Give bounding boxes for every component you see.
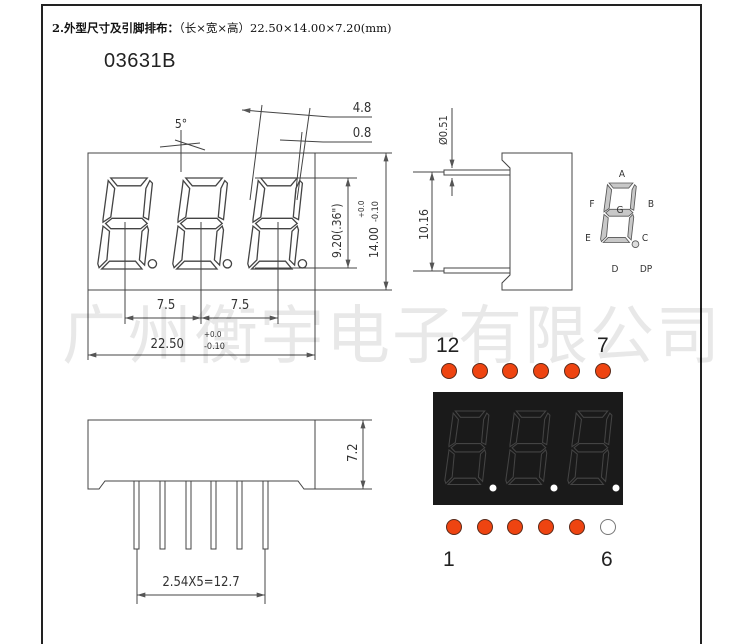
- bottom-body-outline: [87, 419, 316, 490]
- drawing-frame: [41, 4, 702, 644]
- pin-1: [446, 519, 462, 535]
- width-tolerance-upper: +0.0: [204, 330, 222, 339]
- bottom-view: [87, 419, 372, 604]
- segment-label-c: C: [642, 233, 648, 244]
- segment-label-d: D: [612, 264, 619, 275]
- segment-label-g: G: [617, 205, 624, 216]
- segment-c: [627, 213, 635, 241]
- digit-outline-1: [97, 177, 158, 270]
- segment-e: [600, 213, 609, 243]
- pin-pitch-label: 2.54X5=12.7: [162, 575, 239, 590]
- front-view: [87, 104, 392, 360]
- section-heading: 2.外型尺寸及引脚排布：（长×宽×高）22.50×14.00×7.20(mm): [52, 20, 392, 36]
- segment-legend-diagram: [600, 182, 640, 249]
- pin-6-empty: [600, 519, 616, 535]
- pin-label-6: 6: [601, 548, 613, 571]
- segment-width-label: 4.8: [353, 101, 372, 116]
- height-tolerance-upper: +0.0: [357, 200, 366, 218]
- height-label: 14.00: [367, 227, 381, 258]
- pin-9: [533, 363, 549, 379]
- pin-label-12: 12: [436, 334, 460, 357]
- pin-12: [441, 363, 457, 379]
- dp-2: [550, 484, 558, 492]
- segment-label-e: E: [585, 233, 591, 244]
- display-overlay: [443, 410, 620, 492]
- segment-g: [605, 208, 634, 217]
- model-number: 03631B: [104, 50, 176, 72]
- side-body-outline: [501, 152, 573, 291]
- segment-label-dp: DP: [640, 264, 653, 275]
- dp-1: [489, 484, 497, 492]
- pin-7: [595, 363, 611, 379]
- decimal-points: [489, 484, 620, 492]
- width-label: 22.50: [151, 337, 184, 352]
- digit-outline-2: [172, 177, 233, 270]
- pin-2: [477, 519, 493, 535]
- dimension-spec: （长×宽×高）22.50×14.00×7.20(mm): [179, 21, 392, 35]
- segment-f: [603, 183, 613, 213]
- pitch-right-label: 7.5: [231, 298, 250, 313]
- segment-dp: [631, 240, 640, 249]
- pin-label-7: 7: [597, 334, 609, 357]
- dp-3: [612, 484, 620, 492]
- width-tolerance-lower: -0.10: [204, 342, 225, 352]
- segment-label-f: F: [589, 199, 594, 210]
- segment-b: [629, 183, 637, 211]
- height-tolerance-lower: -0.10: [371, 201, 381, 222]
- thickness-label: 7.2: [346, 443, 361, 462]
- pin-3: [507, 519, 523, 535]
- segment-a: [608, 182, 634, 189]
- pin-label-1: 1: [443, 548, 455, 571]
- pitch-left-label: 7.5: [157, 298, 176, 313]
- pin-8: [564, 363, 580, 379]
- side-view: [413, 108, 573, 291]
- stroke-width-label: 0.8: [353, 126, 372, 141]
- bottom-pin-2: [159, 480, 166, 550]
- segment-label-a: A: [619, 169, 626, 180]
- bottom-pin-3: [185, 480, 192, 550]
- pin-4: [538, 519, 554, 535]
- row-spacing-label: 10.16: [417, 209, 431, 240]
- digit-height-label: 9.20(.36"): [330, 203, 344, 258]
- section-title: 2.外型尺寸及引脚排布：: [52, 21, 180, 35]
- angle-label: 5°: [175, 117, 187, 131]
- pin-10: [502, 363, 518, 379]
- pin-diameter-label: Ø0.51: [437, 115, 450, 145]
- segment-label-b: B: [648, 199, 654, 210]
- pin-11: [472, 363, 488, 379]
- segment-d: [602, 236, 631, 243]
- bottom-pin-4: [210, 480, 217, 550]
- pin-5: [569, 519, 585, 535]
- technical-drawing: 5° 4.8 0.8 7.5 7.5 22.50 +0.0 -0.10 9.20…: [87, 101, 654, 604]
- company-watermark: 广州衡宇电子有限公司: [62, 300, 722, 374]
- digit-outline-3: [247, 177, 308, 270]
- bottom-pin-5: [236, 480, 243, 550]
